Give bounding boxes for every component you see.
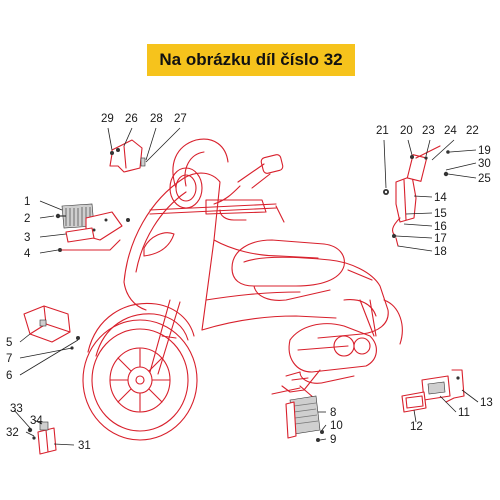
label-10: 10 — [330, 420, 343, 432]
label-8: 8 — [330, 407, 336, 419]
scooter-illustration — [82, 138, 403, 441]
label-20: 20 — [400, 125, 413, 137]
label-3: 3 — [24, 232, 30, 244]
part-number-banner: Na obrázku díl číslo 32 — [147, 44, 355, 76]
label-22: 22 — [466, 125, 479, 137]
label-9: 9 — [330, 434, 336, 446]
banner-text: Na obrázku díl číslo 32 — [159, 50, 343, 69]
label-29: 29 — [101, 113, 114, 125]
label-12: 12 — [410, 421, 423, 433]
label-11: 11 — [458, 407, 470, 419]
label-14: 14 — [434, 192, 447, 204]
part-labels: 29 26 28 27 1 2 3 4 5 7 6 21 20 23 24 22… — [6, 113, 493, 452]
label-1: 1 — [24, 196, 30, 208]
label-19: 19 — [478, 145, 491, 157]
part-voltage-regulator-1 — [55, 203, 130, 252]
part-bracket-5 — [23, 305, 80, 350]
label-16: 16 — [434, 221, 447, 233]
label-17: 17 — [434, 233, 447, 245]
label-23: 23 — [422, 125, 435, 137]
label-31: 31 — [78, 440, 91, 452]
label-26: 26 — [125, 113, 138, 125]
label-2: 2 — [24, 213, 30, 225]
label-33: 33 — [10, 403, 23, 415]
part-bracket-14 — [383, 145, 450, 247]
label-25: 25 — [478, 173, 491, 185]
label-6: 6 — [6, 370, 12, 382]
label-7: 7 — [6, 353, 12, 365]
label-27: 27 — [174, 113, 187, 125]
leader-lines — [13, 127, 479, 446]
label-32: 32 — [6, 427, 19, 439]
label-21: 21 — [376, 125, 389, 137]
label-13: 13 — [480, 397, 493, 409]
label-15: 15 — [434, 208, 447, 220]
part-bracket-31 — [27, 421, 57, 455]
part-relay-11 — [401, 369, 465, 413]
part-cdi-unit-8 — [285, 395, 324, 442]
label-24: 24 — [444, 125, 457, 137]
label-34: 34 — [30, 415, 43, 427]
part-bracket-29-26 — [109, 139, 146, 173]
label-30: 30 — [478, 158, 491, 170]
label-28: 28 — [150, 113, 163, 125]
label-5: 5 — [6, 337, 12, 349]
label-18: 18 — [434, 246, 447, 258]
label-4: 4 — [24, 248, 31, 260]
